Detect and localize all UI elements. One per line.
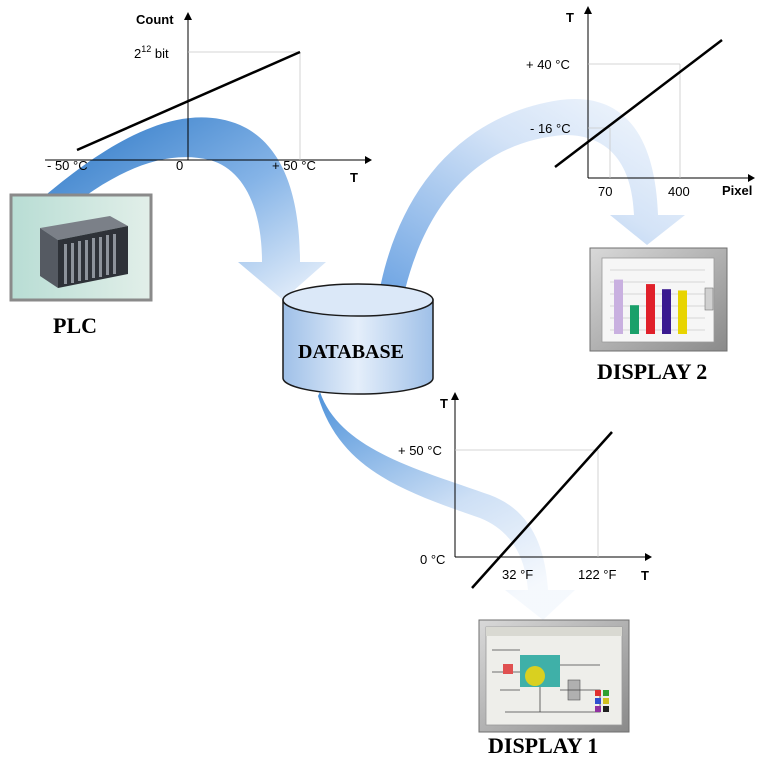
chart-plc-count-vs-temperature: Count 212 bit T - 50 °C 0 + 50 °C [45,12,372,185]
plc-y-tick-max: 212 bit [134,44,169,61]
database-cylinder [282,283,434,395]
plc-x-tick-min: - 50 °C [47,158,88,173]
display2-y-tick-max: + 40 °C [526,57,570,72]
display2-y-axis-label: T [566,10,574,25]
display2-x-tick-max: 400 [668,184,690,199]
display2-monitor-image [589,247,728,352]
display2-x-tick-min: 70 [598,184,612,199]
display2-x-axis-label: Pixel [722,183,752,198]
display2-label: DISPLAY 2 [597,359,707,384]
chart-display2-temperature-vs-pixel: T + 40 °C - 16 °C Pixel 70 400 [526,6,755,199]
display2-y-tick-min: - 16 °C [530,121,571,136]
arrow-database-to-display1 [318,392,575,620]
display2-bar [646,284,655,334]
display1-x-tick-min: 32 °F [502,567,533,582]
display1-y-tick-max: + 50 °C [398,443,442,458]
database-label: DATABASE [298,341,404,363]
arrow-database-to-display2 [380,98,685,290]
display1-label: DISPLAY 1 [488,733,598,758]
plc-characteristic-line [76,50,301,152]
display2-bar [662,289,671,334]
plc-x-tick-max: + 50 °C [272,158,316,173]
plc-device-image [9,193,153,302]
display1-x-axis-label: T [641,568,649,583]
plc-y-axis-label: Count [136,12,174,27]
chart-display1-celsius-vs-fahrenheit: T + 50 °C 0 °C T 32 °F 122 °F [398,392,652,589]
plc-label: PLC [53,313,97,338]
display2-bar [614,279,623,334]
display2-characteristic-line [554,39,723,168]
display2-bar [678,290,687,334]
display1-monitor-image [478,619,630,733]
display2-bar [630,305,639,334]
display1-y-axis-label: T [440,396,448,411]
plc-x-axis-label: T [350,170,358,185]
display1-x-tick-max: 122 °F [578,567,617,582]
arrow-plc-to-database [40,117,326,300]
display1-characteristic-line [471,431,613,589]
display1-y-tick-min: 0 °C [420,552,445,567]
plc-x-tick-zero: 0 [176,158,183,173]
